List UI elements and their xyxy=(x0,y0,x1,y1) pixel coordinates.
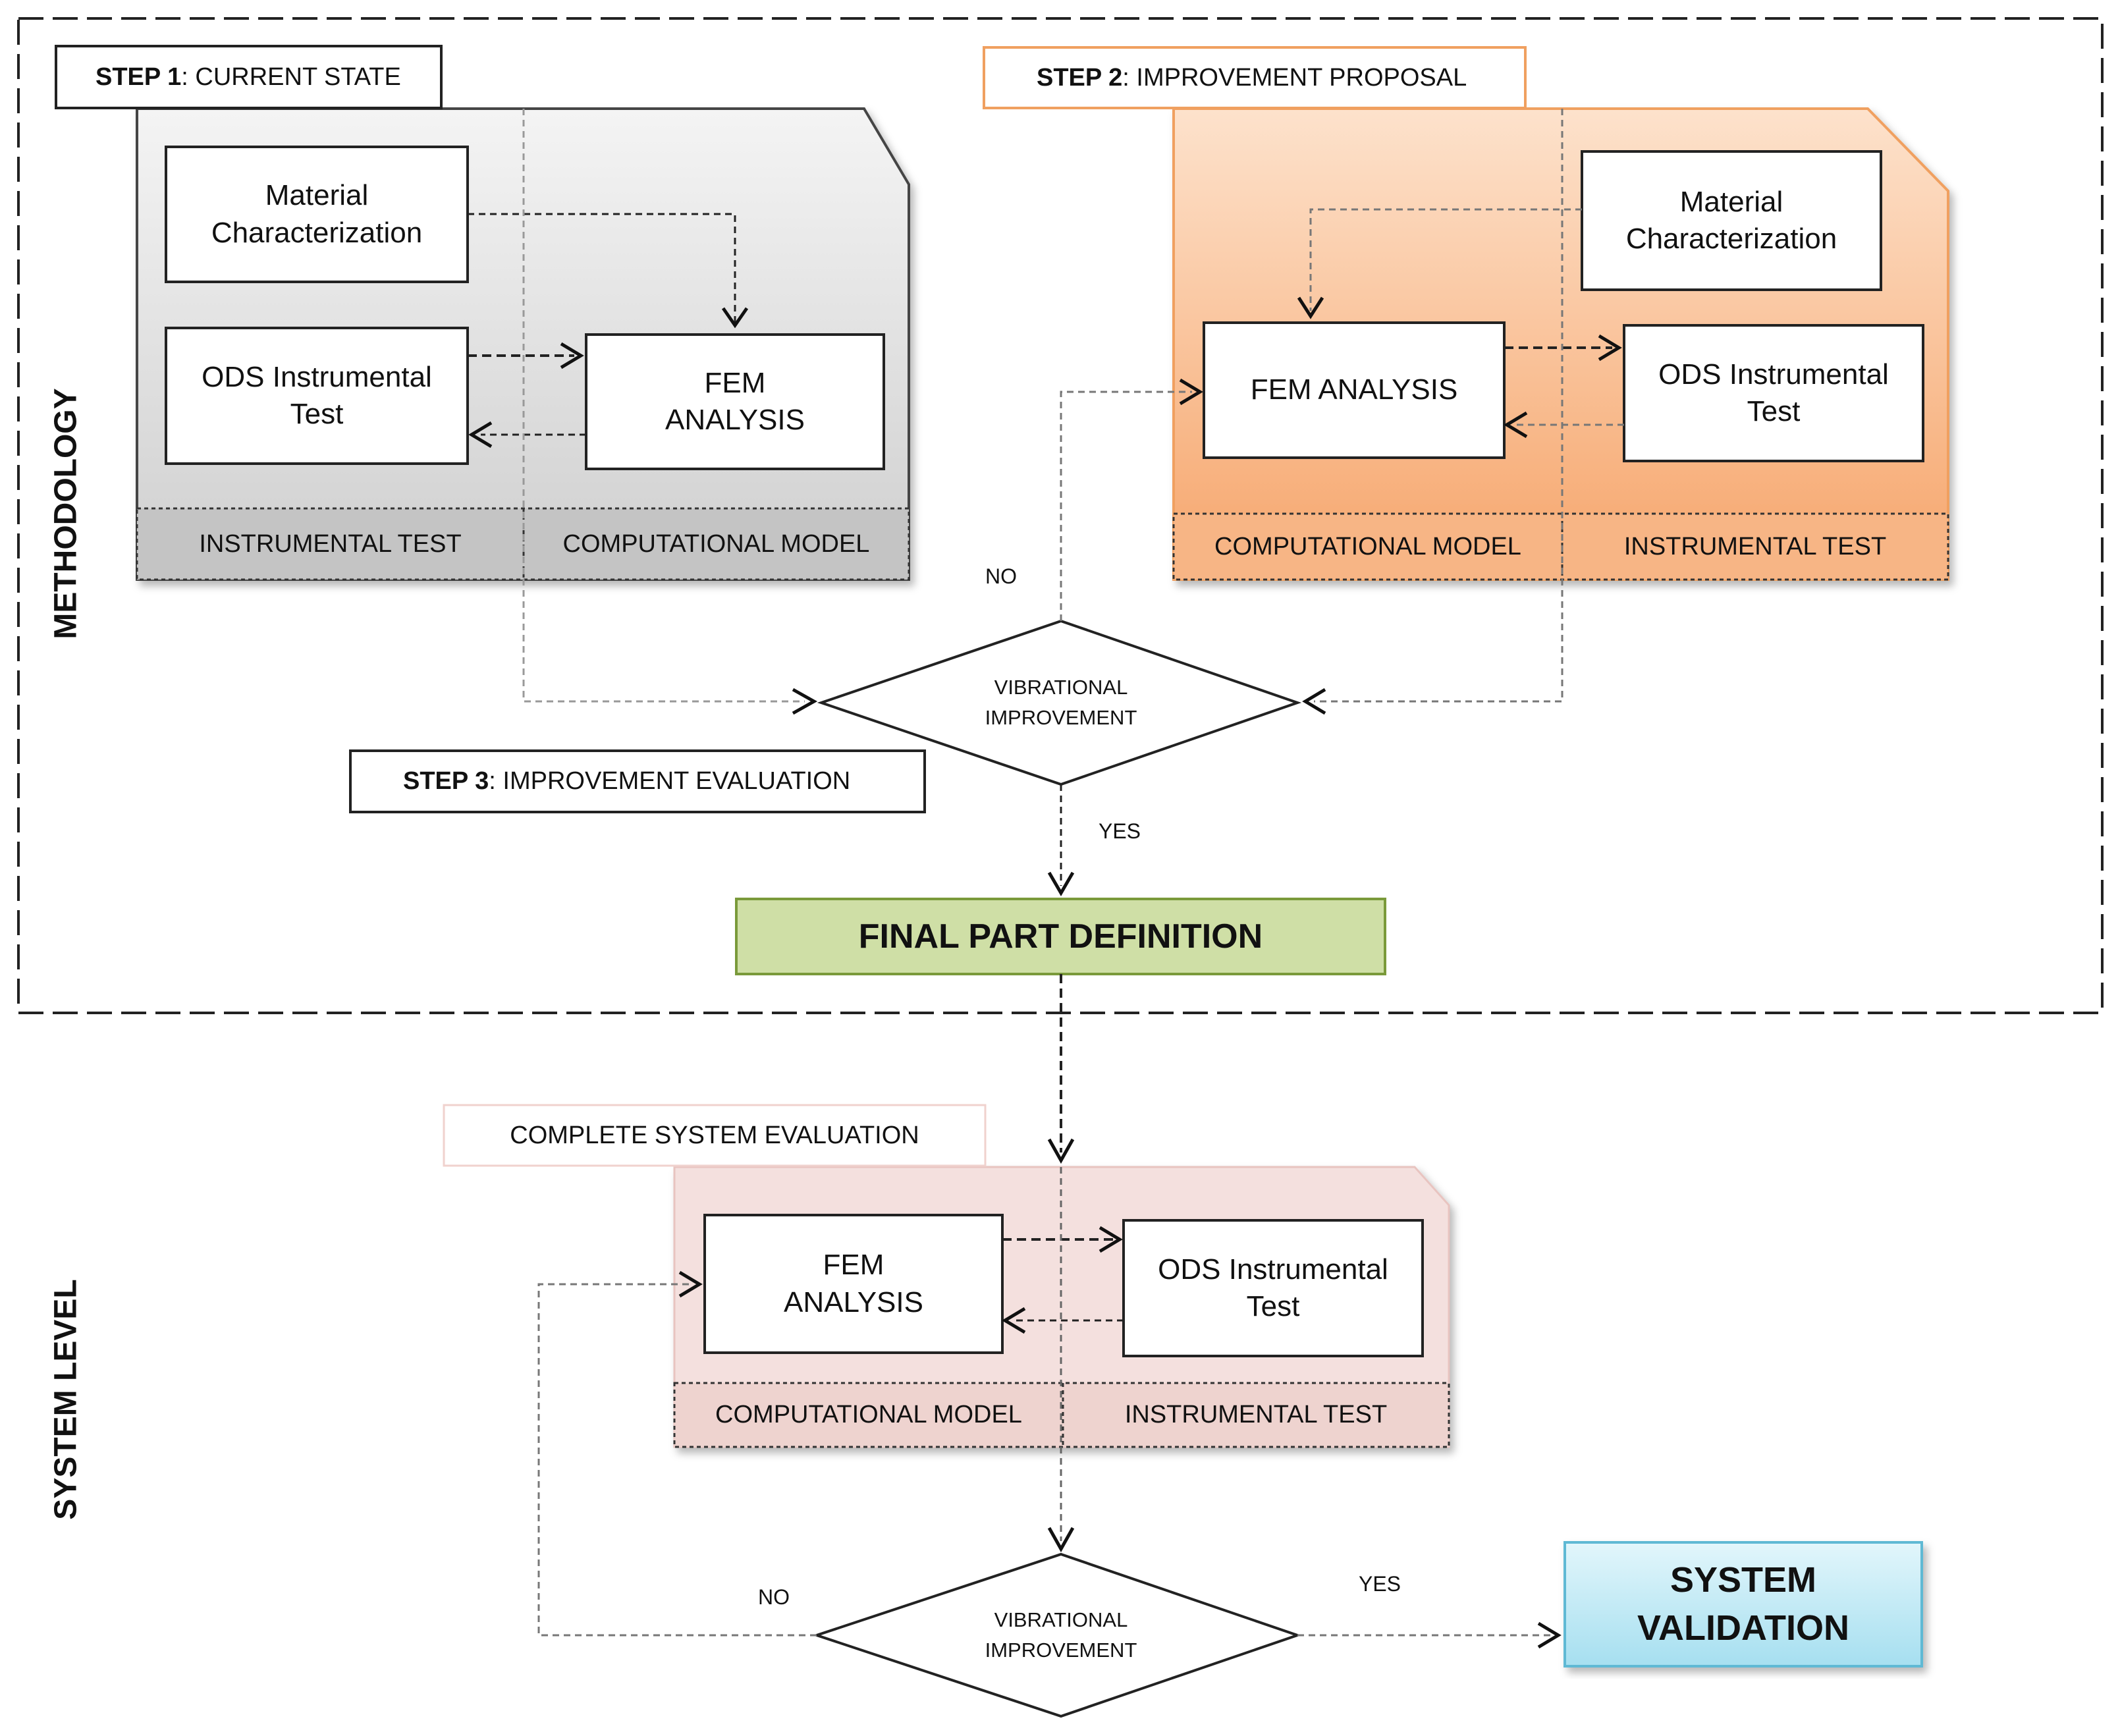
step1-title: STEP 1: CURRENT STATE xyxy=(56,46,441,108)
system-validation-box xyxy=(1563,1541,1923,1668)
step1-band-left-label: INSTRUMENTAL TEST xyxy=(199,529,462,558)
step1-title-bold: STEP 1 xyxy=(95,63,182,91)
arrowhead-step1-ods-fem xyxy=(560,342,584,369)
system-ods-label: ODS Instrumental Test xyxy=(1158,1253,1388,1322)
step1-title-rest: : CURRENT STATE xyxy=(181,63,401,91)
arrowhead-system-no-fem xyxy=(678,1270,703,1298)
system-no-label: NO xyxy=(758,1585,790,1609)
step2-band xyxy=(1172,512,1949,581)
step3-yes-label: YES xyxy=(1098,819,1141,843)
side-label-system-level: SYSTEM LEVEL xyxy=(48,1279,84,1520)
arrowhead-yes-final xyxy=(1047,871,1075,896)
arrowhead-system-decision xyxy=(1047,1527,1075,1553)
arrowhead-step1-fem-ods xyxy=(468,421,493,448)
system-title: COMPLETE SYSTEM EVALUATION xyxy=(510,1121,919,1149)
step1-material-label: Material Characterization xyxy=(211,179,423,249)
step3-title-bold: STEP 3 xyxy=(403,767,489,796)
step3-title-rest: : IMPROVEMENT EVALUATION xyxy=(489,767,851,796)
connector-step1-material-to-fem xyxy=(468,213,736,323)
methodology-frame xyxy=(17,17,2104,1014)
step3-no-label: NO xyxy=(985,564,1017,588)
system-fem-box xyxy=(703,1214,1004,1354)
step2-title-bold: STEP 2 xyxy=(1037,63,1123,92)
arrowhead-step2-ods-fem xyxy=(1504,411,1528,439)
arrowhead-system-fem-ods xyxy=(1099,1226,1123,1253)
system-band-left-label: COMPUTATIONAL MODEL xyxy=(715,1401,1022,1429)
arrowhead-step2-decision xyxy=(1302,688,1326,715)
arrowhead-step1-decision xyxy=(792,688,818,715)
system-fem-label: FEM ANALYSIS xyxy=(784,1249,923,1318)
step1-material-box xyxy=(165,146,469,283)
system-ods-box xyxy=(1122,1219,1424,1357)
final-part-label: FINAL PART DEFINITION xyxy=(858,917,1263,956)
side-label-methodology: METHODOLOGY xyxy=(48,388,84,639)
final-part-box xyxy=(735,898,1386,975)
arrowhead-step2-material-fem xyxy=(1297,296,1324,319)
connector-decision-no-to-step2-fem xyxy=(1060,391,1192,621)
arrowhead-no-step2-fem xyxy=(1179,378,1203,406)
step1-band-right-label: COMPUTATIONAL MODEL xyxy=(562,529,870,558)
system-yes-label: YES xyxy=(1358,1571,1401,1596)
step1-ods-box xyxy=(165,327,469,465)
step2-title-rest: : IMPROVEMENT PROPOSAL xyxy=(1122,63,1467,92)
arrowhead-system-yes-validation xyxy=(1537,1621,1562,1649)
step2-fem-box xyxy=(1203,321,1506,459)
system-validation-label: SYSTEM VALIDATION xyxy=(1637,1560,1849,1648)
step2-band-right-label: INSTRUMENTAL TEST xyxy=(1623,532,1887,560)
step2-ods-box xyxy=(1623,324,1924,462)
connector-system-decision-no xyxy=(537,1283,817,1637)
step2-title-box xyxy=(983,46,1527,109)
system-title-box xyxy=(443,1104,987,1167)
connector-step2-material-to-fem xyxy=(1309,208,1582,311)
step3-title: STEP 3: IMPROVEMENT EVALUATION xyxy=(350,751,925,812)
arrowhead-step1-material-fem xyxy=(721,307,749,329)
step1-title-box xyxy=(55,45,443,109)
step2-fem-label: FEM ANALYSIS xyxy=(1250,373,1458,406)
step3-title-box xyxy=(349,749,926,813)
arrowhead-final-system xyxy=(1047,1138,1075,1164)
step2-title: STEP 2: IMPROVEMENT PROPOSAL xyxy=(984,47,1525,108)
system-band-right-label: INSTRUMENTAL TEST xyxy=(1124,1401,1388,1429)
step2-ods-label: ODS Instrumental Test xyxy=(1658,358,1889,427)
step2-material-box xyxy=(1581,150,1882,291)
system-decision-label: VIBRATIONAL IMPROVEMENT xyxy=(985,1608,1137,1662)
step2-band-left-label: COMPUTATIONAL MODEL xyxy=(1214,532,1521,560)
step1-fem-label: FEM ANALYSIS xyxy=(665,366,805,436)
arrowhead-system-ods-fem xyxy=(1002,1307,1026,1334)
step1-ods-label: ODS Instrumental Test xyxy=(202,360,432,430)
system-decision-diamond xyxy=(812,1552,1302,1718)
arrowhead-step2-fem-ods xyxy=(1598,334,1622,362)
step1-fem-box xyxy=(585,333,885,470)
step2-material-label: Material Characterization xyxy=(1625,185,1837,255)
step3-decision-label: VIBRATIONAL IMPROVEMENT xyxy=(985,675,1137,730)
